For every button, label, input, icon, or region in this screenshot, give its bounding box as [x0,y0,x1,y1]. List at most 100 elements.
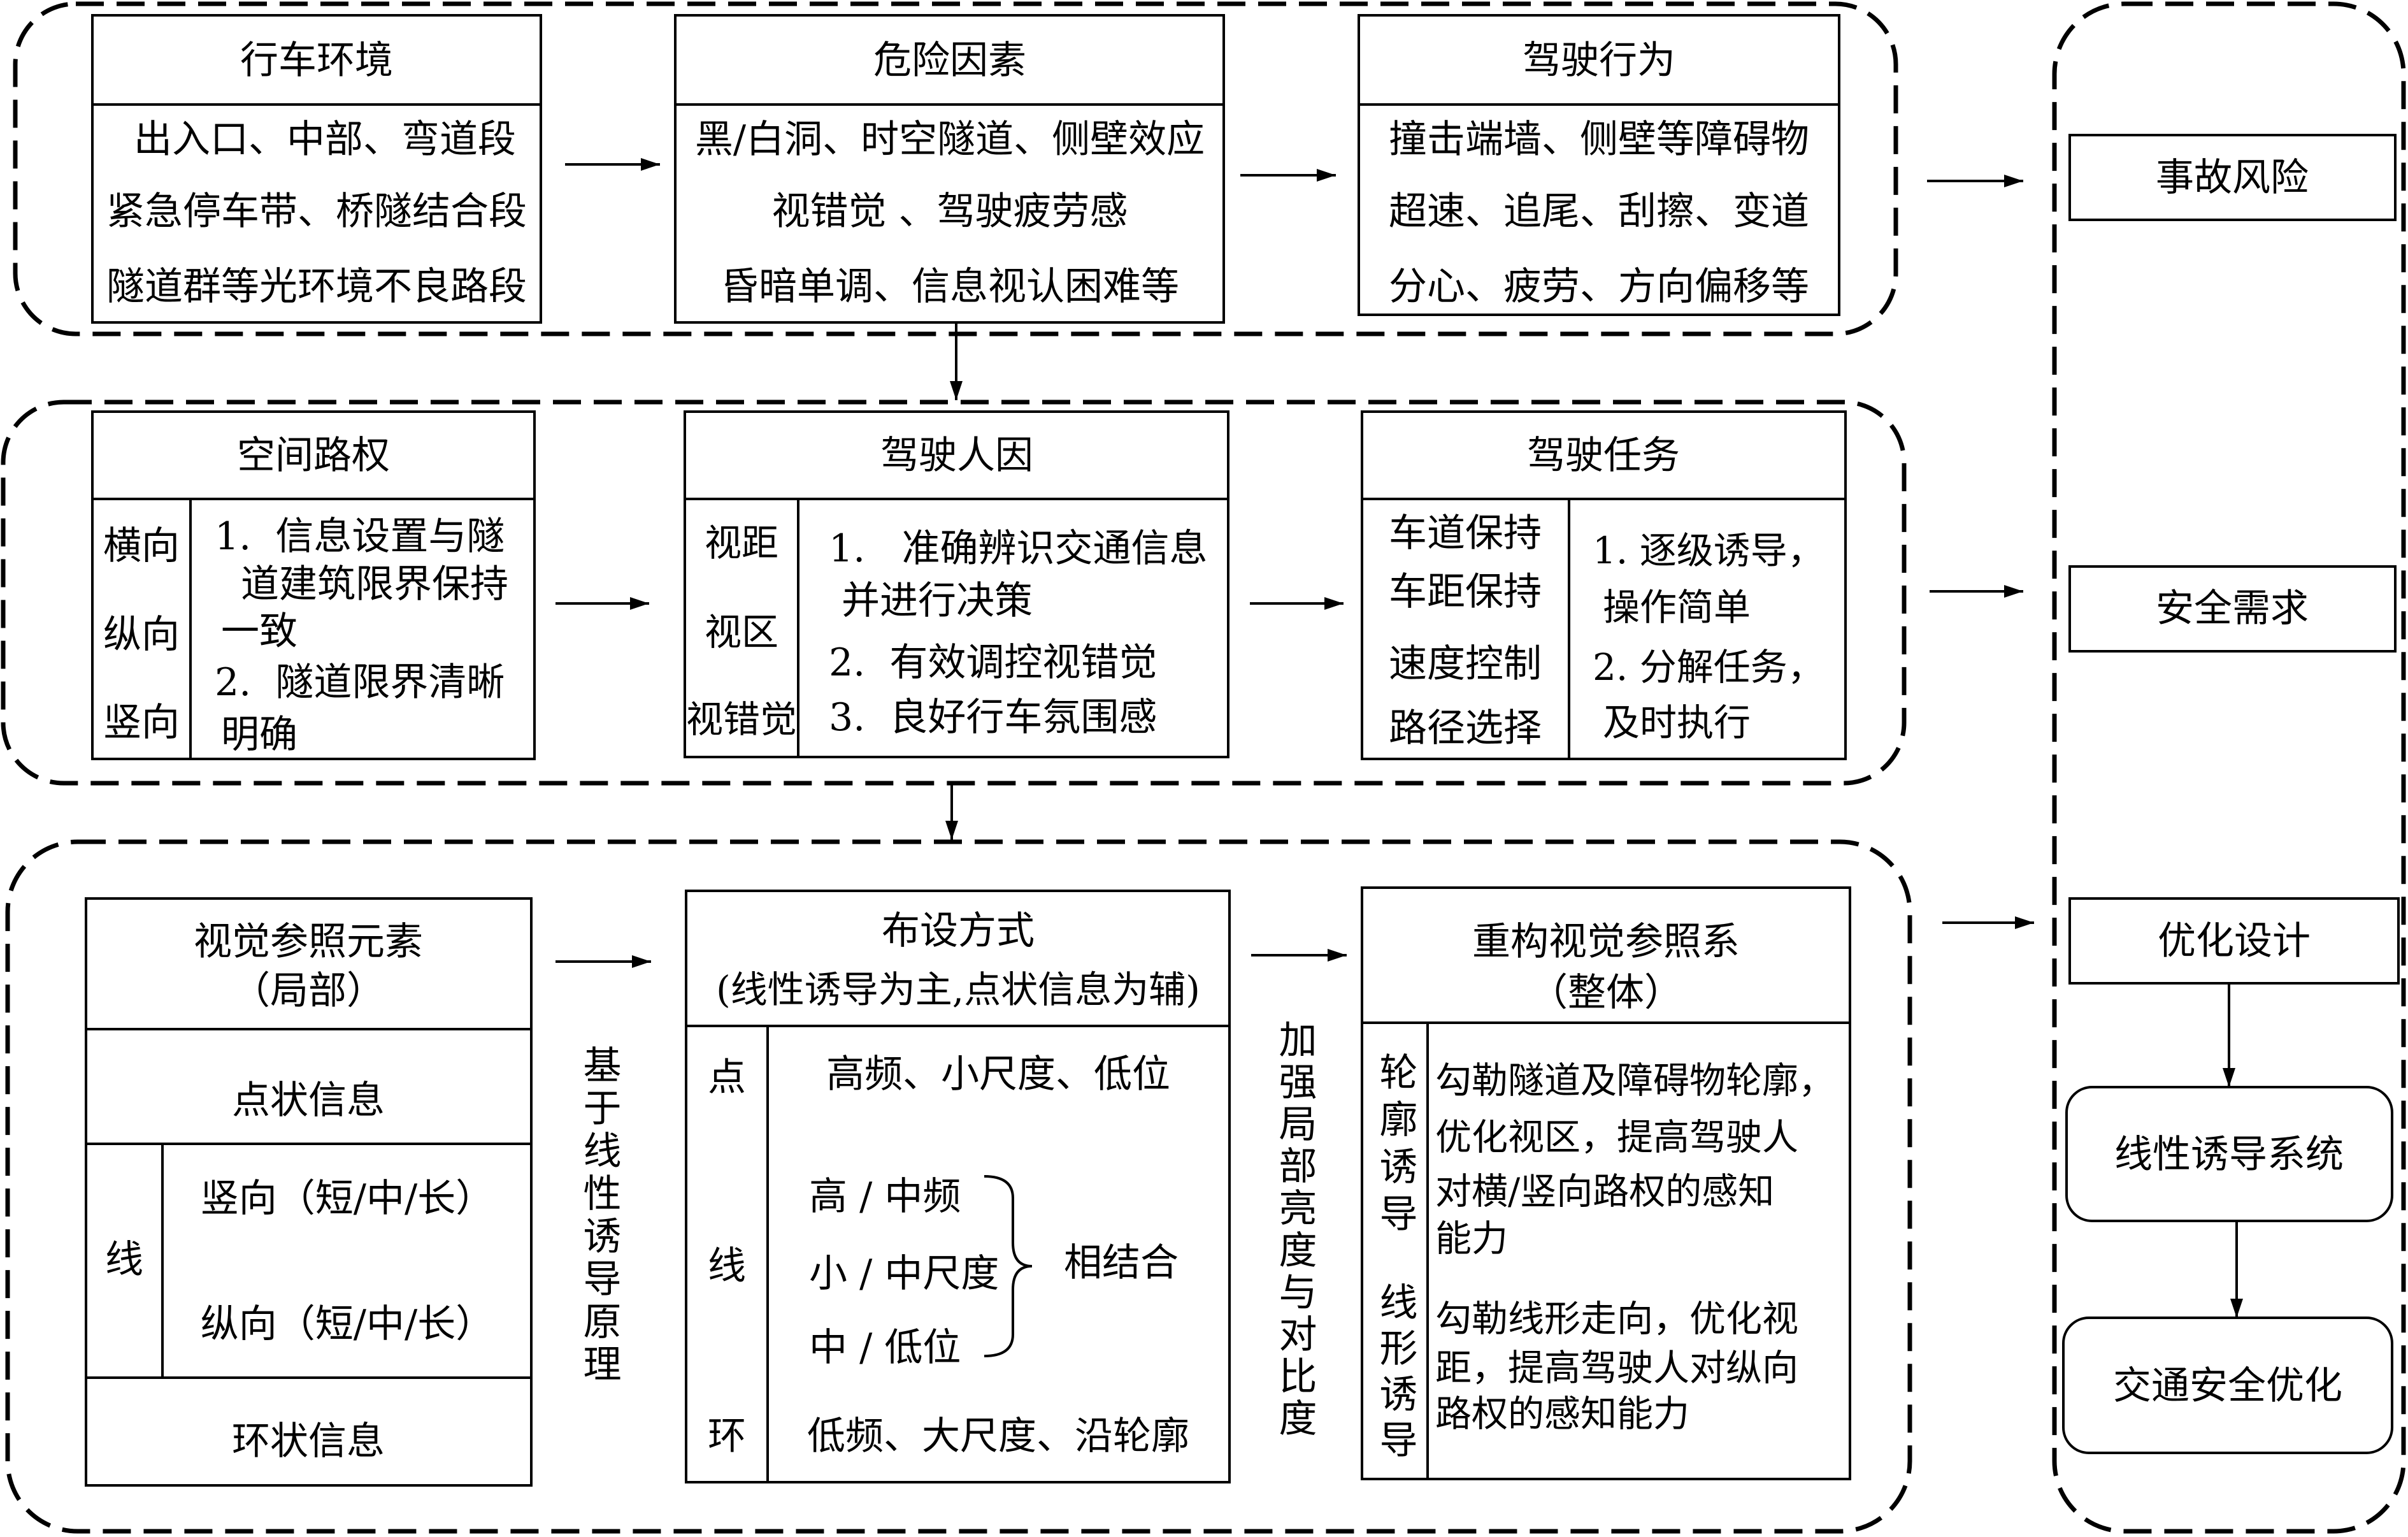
box-frame [674,14,1225,324]
box-title: 驾驶任务 [1527,433,1680,478]
box-frame [2068,897,2400,985]
box-frame [91,14,542,324]
box-line: 及时执行 [1603,701,1751,744]
box-subtitle: （局部） [232,969,385,1013]
box-hazards: 危险因素 黑/白洞、时空隧道、侧壁效应 视错觉 、驾驶疲劳感 昏暗单调、信息视认… [674,14,1225,324]
box-line: 一致 [221,609,297,654]
box-line: 视错觉 、驾驶疲劳感 [771,189,1128,234]
box-title: 优化设计 [2158,919,2311,963]
group-frame-row2 [1,400,1907,786]
box-line: 操作简单 [1603,586,1751,629]
box-safety-needs: 安全需求 [2068,565,2397,653]
row-label: 路径选择 [1389,706,1542,751]
box-line: 明确 [221,712,297,757]
box-title: 交通安全优化 [2113,1364,2342,1408]
box-frame [91,410,536,760]
row-label: 环 [708,1414,746,1459]
contour-guidance-label: 轮廓诱导 [1373,1052,1417,1241]
box-title: 布设方式 [882,909,1035,953]
box-accident-risk: 事故风险 [2068,134,2397,221]
line-item: 竖向（短/中/长） [201,1176,494,1221]
ring-description: 低频、大尺度、沿轮廓 [807,1414,1189,1459]
box-frame [2068,134,2397,221]
point-description: 高频、小尺度、低位 [826,1052,1170,1097]
box-reference-system: 重构视觉参照系 （整体） 勾勒隧道及障碍物轮廓， 优化视区，提高驾驶人 对横/竖… [1361,886,1851,1480]
row-label: 车道保持 [1389,511,1542,556]
row-label: 速度控制 [1389,642,1542,686]
box-line: 道建筑限界保持 [241,562,508,607]
box-title: 空间路权 [237,433,390,478]
box-line: 撞击端墙、侧壁等障碍物 [1389,117,1809,162]
box-frame [1361,886,1851,1480]
row-label: 横向 [103,524,180,568]
box-human-factors: 驾驶人因 视距 视区 视错觉 1. 准确辨识交通信息 并进行决策 2. 有效调控… [684,410,1229,758]
box-subtitle: （整体） [1530,971,1682,1015]
box-title: 驾驶行为 [1523,38,1675,83]
box-title: 事故风险 [2156,155,2309,200]
ring-info-label: 环状信息 [232,1419,385,1464]
row-label: 视距 [705,521,778,565]
alignment-line: 勾勒线形走向，优化视 [1435,1298,1798,1340]
box-frame [2065,1086,2393,1222]
line-label: 线 [105,1238,143,1282]
brace-icon [984,1175,1033,1357]
box-frame [2068,565,2397,653]
box-title: 驾驶人因 [880,433,1033,478]
box-line: 2. 有效调控视错觉 [829,640,1157,685]
line-item: 小 / 中尺度 [809,1252,999,1296]
box-title: 危险因素 [873,38,1026,83]
box-title: 视觉参照元素 [194,920,423,964]
row-label: 车距保持 [1389,570,1542,614]
group-frame-outcomes [2052,1,2406,1534]
box-layout-method: 布设方式 (线性诱导为主,点状信息为辅) 点 线 环 高频、小尺度、低位 高 /… [685,890,1231,1483]
box-subtitle: (线性诱导为主,点状信息为辅) [716,968,1200,1011]
box-driving-task: 驾驶任务 车道保持 车距保持 速度控制 路径选择 1. 逐级诱导， 操作简单 2… [1361,410,1847,760]
box-driving-behavior: 驾驶行为 撞击端墙、侧壁等障碍物 超速、追尾、刮擦、变道 分心、疲劳、方向偏移等 [1358,14,1840,316]
contour-line: 勾勒隧道及障碍物轮廓， [1435,1060,1835,1102]
box-title: 重构视觉参照系 [1472,920,1740,964]
line-item: 高 / 中频 [809,1174,961,1219]
contrast-note: 加强局部亮度与对比度 [1272,1020,1317,1440]
line-item: 中 / 低位 [809,1325,961,1370]
box-line: 2. 分解任务， [1593,646,1824,689]
row-label: 视错觉 [686,698,797,741]
box-optimization-design: 优化设计 [2068,897,2400,985]
alignment-line: 路权的感知能力 [1435,1393,1689,1435]
box-line: 并进行决策 [842,579,1033,623]
contour-line: 对横/竖向路权的感知 [1435,1171,1774,1213]
contour-line: 能力 [1435,1218,1508,1260]
box-linear-guidance-system: 线性诱导系统 [2065,1086,2393,1222]
box-line: 3. 良好行车氛围感 [829,695,1157,740]
box-title: 安全需求 [2156,586,2309,631]
box-line: 紧急停车带、桥隧结合段 [106,189,527,234]
alignment-guidance-label: 线形诱导 [1373,1282,1417,1466]
box-line: 1. 准确辨识交通信息 [829,526,1207,571]
box-title: 线性诱导系统 [2114,1132,2344,1177]
row-label: 视区 [705,610,778,654]
row-label: 竖向 [103,700,180,745]
row-label: 线 [708,1244,746,1288]
box-frame [85,897,533,1487]
box-frame [1358,14,1840,316]
box-frame [1361,410,1847,760]
box-frame [684,410,1229,758]
alignment-line: 距，提高驾驶人对纵向 [1435,1347,1798,1389]
box-visual-reference-elements: 视觉参照元素 （局部） 点状信息 线 竖向（短/中/长） 纵向（短/中/长） 环… [85,897,533,1487]
line-combine-label: 相结合 [1064,1241,1179,1285]
box-line: 2. 隧道限界清晰 [215,660,505,705]
box-line: 隧道群等光环境不良路段 [106,264,527,309]
box-driving-environment: 行车环境 出入口、中部、弯道段 紧急停车带、桥隧结合段 隧道群等光环境不良路段 [91,14,542,324]
line-item: 纵向（短/中/长） [201,1302,494,1346]
box-line: 超速、追尾、刮擦、变道 [1389,189,1809,234]
group-frame-row3 [5,839,1912,1534]
box-frame [685,890,1231,1483]
box-line: 黑/白洞、时空隧道、侧壁效应 [695,117,1205,162]
box-line: 出入口、中部、弯道段 [134,117,516,162]
box-line: 1. 信息设置与隧 [215,514,505,559]
box-spatial-right-of-way: 空间路权 横向 纵向 竖向 1. 信息设置与隧 道建筑限界保持 一致 2. 隧道… [91,410,536,760]
row-label: 纵向 [103,612,180,657]
box-title: 行车环境 [240,38,393,83]
contour-line: 优化视区，提高驾驶人 [1435,1116,1798,1158]
